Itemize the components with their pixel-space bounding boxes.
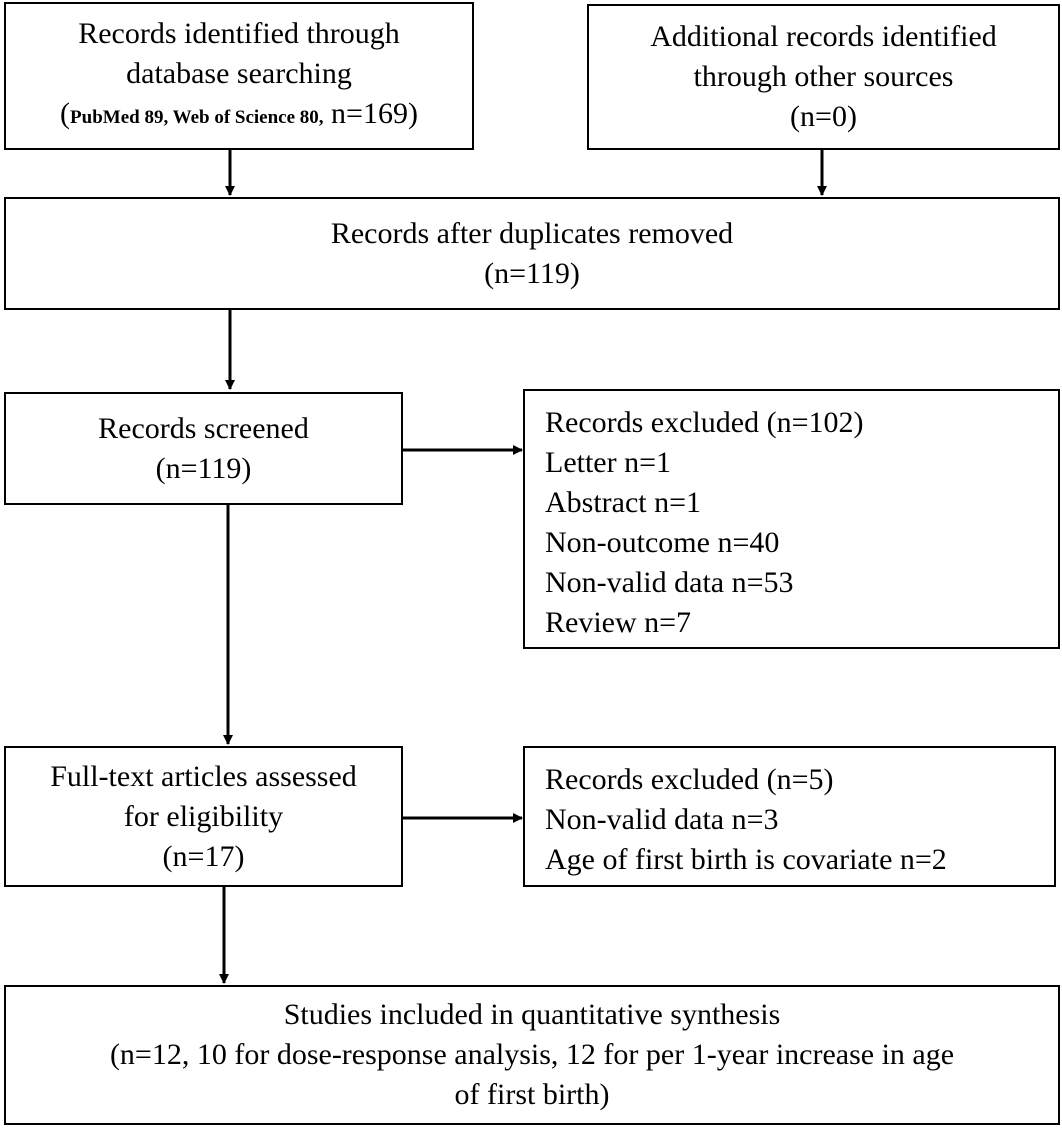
included-line-1: Studies included in quantitative synthes… xyxy=(283,998,781,1031)
excluded-screening-box: Records excluded (n=102) Letter n=1 Abst… xyxy=(523,389,1060,649)
identified-line-1: Records identified through xyxy=(78,17,400,50)
excluded-screening-item: Letter n=1 xyxy=(545,446,672,479)
identified-paren-open: ( xyxy=(60,97,71,130)
fulltext-line-1: Full-text articles assessed xyxy=(50,759,357,793)
deduplicated-line-2: (n=119) xyxy=(484,256,580,290)
included-line-2: (n=12, 10 for dose-response analysis, 12… xyxy=(109,1038,955,1071)
excluded-screening-item: Abstract n=1 xyxy=(545,486,702,519)
deduplicated-records-box: Records after duplicates removed (n=119) xyxy=(4,197,1060,310)
identified-line-2: database searching xyxy=(126,57,352,90)
fulltext-line-2: for eligibility xyxy=(123,799,284,833)
screened-records-box: Records screened (n=119) xyxy=(4,392,403,505)
excluded-screening-item: Non-outcome n=40 xyxy=(545,526,780,559)
excluded-fulltext-item: Non-valid data n=3 xyxy=(545,803,779,836)
excluded-fulltext-item: Age of first birth is covariate n=2 xyxy=(545,843,947,876)
additional-records-box: Additional records identified through ot… xyxy=(587,4,1060,150)
additional-line-3: (n=0) xyxy=(790,100,857,133)
screened-line-1: Records screened xyxy=(98,411,309,445)
included-line-3: of first birth) xyxy=(454,1078,610,1111)
identified-sources: PubMed 89, Web of Science 80, xyxy=(70,107,324,128)
fulltext-line-3: (n=17) xyxy=(162,839,245,873)
excluded-fulltext-box: Records excluded (n=5) Non-valid data n=… xyxy=(523,746,1056,887)
identified-records-box: Records identified through database sear… xyxy=(4,2,474,150)
fulltext-assessed-box: Full-text articles assessed for eligibil… xyxy=(4,746,403,887)
excluded-fulltext-item: Records excluded (n=5) xyxy=(545,763,834,796)
additional-line-1: Additional records identified xyxy=(650,20,997,53)
included-studies-box: Studies included in quantitative synthes… xyxy=(4,985,1060,1125)
additional-line-2: through other sources xyxy=(693,60,954,93)
excluded-screening-item: Non-valid data n=53 xyxy=(545,566,794,599)
screened-line-2: (n=119) xyxy=(155,451,252,485)
excluded-screening-item: Review n=7 xyxy=(545,606,692,639)
identified-count: n=169) xyxy=(323,97,418,130)
identified-line-3: (PubMed 89, Web of Science 80, n=169) xyxy=(60,94,418,138)
excluded-screening-item: Records excluded (n=102) xyxy=(545,406,864,439)
deduplicated-line-1: Records after duplicates removed xyxy=(330,216,734,250)
